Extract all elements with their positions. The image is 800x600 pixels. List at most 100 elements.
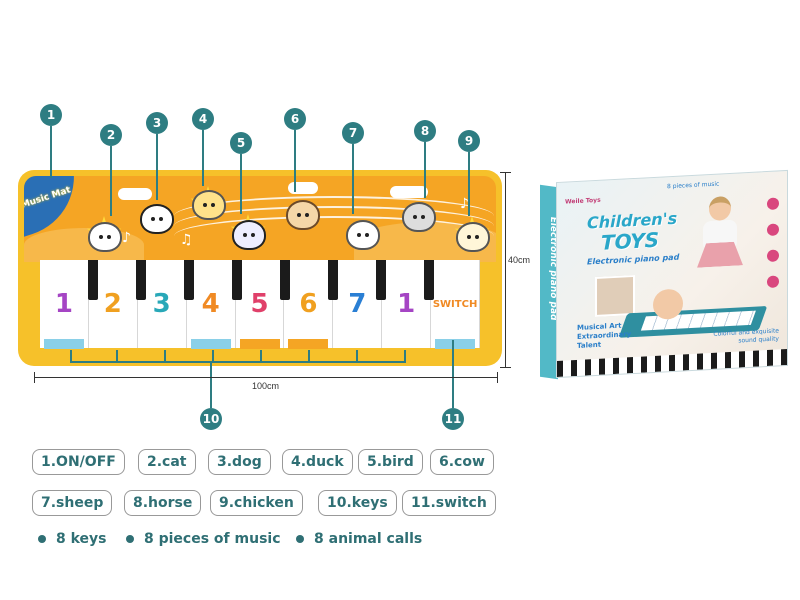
key-bracket xyxy=(212,350,214,362)
key-number: 6 xyxy=(299,289,318,319)
legend-item: 2.cat xyxy=(138,449,196,475)
callout-11: 11 xyxy=(442,408,464,430)
feature-icon xyxy=(767,197,779,211)
feature-icon xyxy=(767,275,779,289)
piano-keys: 1 2 3 4 5 6 7 1 SWITCH xyxy=(40,260,481,349)
callout-leader xyxy=(156,134,158,200)
box-badge: Musical Art Extraordinary Talent xyxy=(577,321,632,350)
feature-animal-calls: 8 animal calls xyxy=(296,531,422,547)
legend-item: 9.chicken xyxy=(210,490,303,516)
key-number: 1 xyxy=(54,289,73,319)
product-box: Weile Toys 8 pieces of music Children's … xyxy=(556,169,788,379)
black-key[interactable] xyxy=(136,260,146,300)
black-key[interactable] xyxy=(184,260,194,300)
cloud-icon xyxy=(390,186,428,198)
music-staff xyxy=(174,216,494,256)
key-bracket xyxy=(116,350,118,362)
callout-10: 10 xyxy=(200,408,222,430)
callout-leader xyxy=(210,362,212,408)
width-label: 100cm xyxy=(252,381,280,391)
legend-item: 11.switch xyxy=(402,490,496,516)
callout-9: 9 xyxy=(458,130,480,152)
black-key[interactable] xyxy=(424,260,434,300)
feature-keys: 8 keys xyxy=(38,531,107,547)
callout-8: 8 xyxy=(414,120,436,142)
key-number: 3 xyxy=(152,289,171,319)
black-key[interactable] xyxy=(232,260,242,300)
dimension-cap xyxy=(500,367,511,368)
key-tab xyxy=(288,339,329,349)
key-bracket xyxy=(308,350,310,362)
feature-icon xyxy=(767,249,779,263)
black-key[interactable] xyxy=(328,260,338,300)
callout-7: 7 xyxy=(342,122,364,144)
music-note-icon: ♪ xyxy=(460,196,469,212)
callout-leader xyxy=(50,126,52,178)
cow-button[interactable] xyxy=(286,200,320,230)
piano-key[interactable]: 1 xyxy=(382,260,432,348)
piano-key[interactable]: 5 xyxy=(235,260,285,349)
legend-item: 5.bird xyxy=(358,449,423,475)
legend-item: 1.ON/OFF xyxy=(32,449,125,475)
piano-key[interactable]: 1 xyxy=(40,260,89,349)
key-bracket xyxy=(356,350,358,362)
legend-item: 3.dog xyxy=(208,449,271,475)
key-number: 5 xyxy=(250,289,269,319)
callout-2: 2 xyxy=(100,124,122,146)
bullet-icon xyxy=(296,535,304,543)
callout-leader xyxy=(240,154,242,214)
hill-shape xyxy=(24,228,144,262)
legend-item: 8.horse xyxy=(124,490,202,516)
feature-text: 8 pieces of music xyxy=(144,531,281,547)
piano-mat: Music Mat ♪ ♫ ♪ 1 2 3 4 5 6 7 1 SWITCH xyxy=(18,170,502,366)
music-staff xyxy=(174,206,494,246)
dog-button[interactable] xyxy=(140,204,174,234)
piano-key[interactable]: 4 xyxy=(186,260,236,349)
key-number: 1 xyxy=(397,289,416,319)
callout-leader xyxy=(452,340,454,408)
duck-button[interactable] xyxy=(192,190,226,220)
black-key[interactable] xyxy=(280,260,290,300)
box-corner-text: Colorful and exquisite sound quality xyxy=(713,327,779,345)
key-number: 4 xyxy=(201,289,220,319)
box-piano-strip xyxy=(557,348,787,378)
piano-key[interactable]: 6 xyxy=(284,260,334,349)
key-bracket xyxy=(260,350,262,362)
key-number: 7 xyxy=(348,289,367,319)
box-brand: Weile Toys xyxy=(565,196,601,206)
switch-key[interactable]: SWITCH xyxy=(431,260,481,349)
piano-key[interactable]: 7 xyxy=(333,260,383,348)
callout-leader xyxy=(110,146,112,216)
horse-button[interactable] xyxy=(402,202,436,232)
key-tab xyxy=(43,339,84,349)
cat-button[interactable] xyxy=(88,222,122,252)
key-bracket xyxy=(404,350,406,362)
switch-label: SWITCH xyxy=(432,298,478,310)
width-dimension-line xyxy=(34,377,498,378)
key-bracket xyxy=(70,361,406,363)
legend-item: 6.cow xyxy=(430,449,494,475)
dimension-cap xyxy=(34,372,35,383)
girl-head xyxy=(709,195,731,222)
music-staff xyxy=(174,196,494,236)
callout-leader xyxy=(468,152,470,216)
callout-3: 3 xyxy=(146,112,168,134)
key-tab xyxy=(435,339,476,349)
black-key[interactable] xyxy=(376,260,386,300)
dimension-cap xyxy=(500,172,511,173)
feature-text: 8 animal calls xyxy=(314,531,423,547)
girl-image xyxy=(695,195,745,288)
box-feature-icons xyxy=(767,197,781,302)
chicken-button[interactable] xyxy=(456,222,490,252)
black-key[interactable] xyxy=(88,260,98,300)
sheep-button[interactable] xyxy=(346,220,380,250)
feature-music: 8 pieces of music xyxy=(126,531,281,547)
box-title-2: TOYS xyxy=(601,227,660,255)
callout-6: 6 xyxy=(284,108,306,130)
callout-leader xyxy=(294,130,296,192)
feature-text: 8 keys xyxy=(56,531,107,547)
music-note-icon: ♪ xyxy=(122,230,131,246)
height-label: 40cm xyxy=(508,255,531,265)
key-bracket xyxy=(70,350,72,362)
bird-button[interactable] xyxy=(232,220,266,250)
